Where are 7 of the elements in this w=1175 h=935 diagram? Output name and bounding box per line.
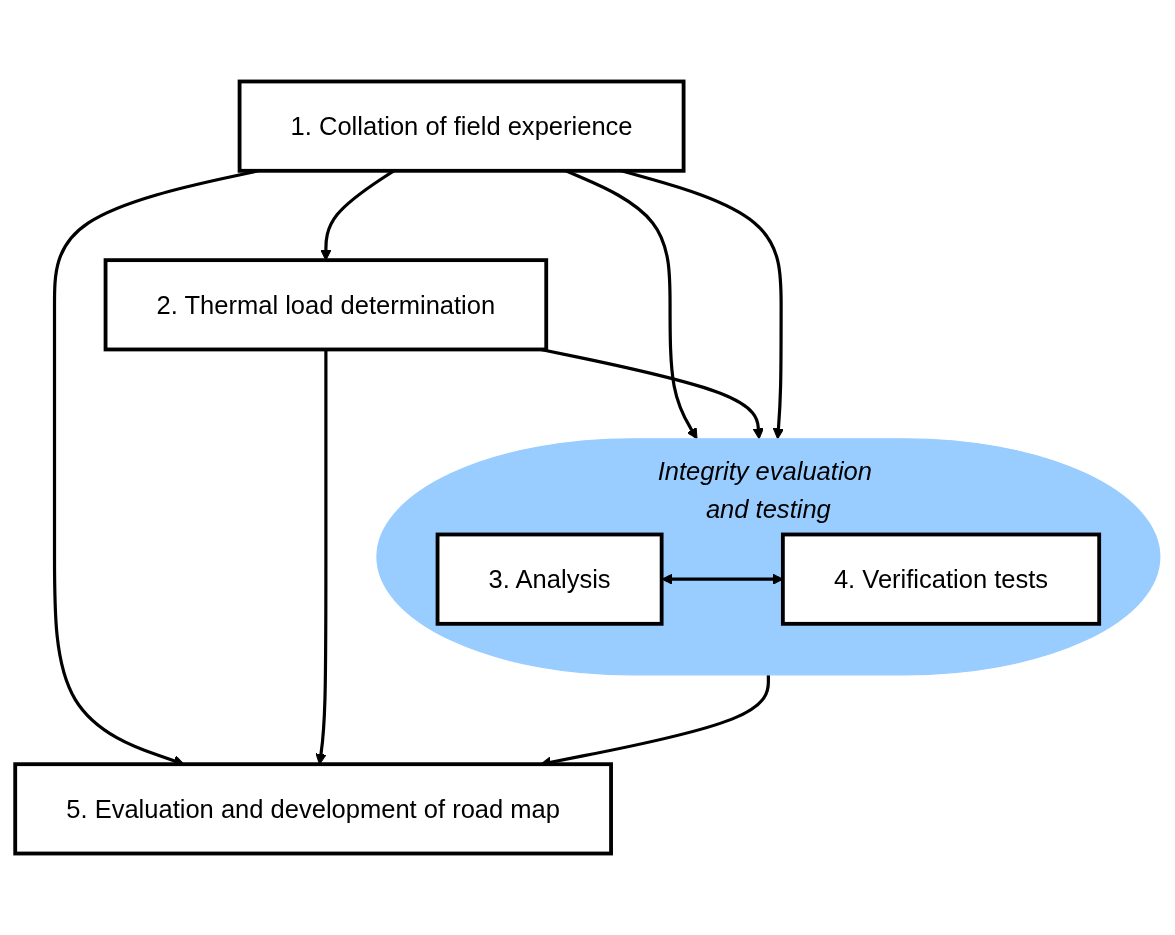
node-box: 1. Collation of field experience bbox=[237, 79, 686, 173]
node-box: 2. Thermal load determination bbox=[103, 258, 549, 352]
node-box: 4. Verification tests bbox=[780, 532, 1102, 626]
node-box: 3. Analysis bbox=[435, 532, 664, 626]
arrow bbox=[315, 349, 328, 765]
node-box: 5. Evaluation and development of road map bbox=[13, 762, 613, 856]
arrow bbox=[540, 347, 764, 440]
